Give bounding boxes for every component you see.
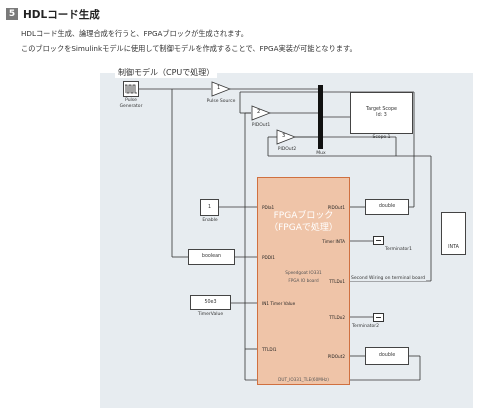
target-scope-label: Target Scope Id: 3 xyxy=(366,107,397,118)
fpga-port-out5: PIDOut2 xyxy=(327,354,345,359)
terminator2-block[interactable] xyxy=(373,313,384,322)
terminator2-caption: Terminator2 xyxy=(352,324,379,329)
terminator1-caption: Terminator1 xyxy=(385,247,412,252)
boolean-convert-block[interactable]: boolean xyxy=(188,249,235,265)
fpga-port-in2: PDDI1 xyxy=(262,255,275,260)
section-number: 5 xyxy=(6,8,18,20)
timer-value-caption: TimerValue xyxy=(197,312,224,317)
mux-block[interactable] xyxy=(318,85,323,149)
inta-block[interactable]: INTA xyxy=(441,212,466,255)
fpga-info-board: Speedgoat IO331 xyxy=(285,270,322,275)
enable-constant-block[interactable]: 1 xyxy=(200,199,219,216)
enable-value: 1 xyxy=(207,204,212,210)
pulse-generator-block[interactable] xyxy=(123,81,139,97)
fpga-port-out3: TTLDo1 xyxy=(329,279,345,284)
model-title: 制御モデル（CPUで処理） xyxy=(115,67,218,78)
pid-out2-value: 3 xyxy=(282,133,286,139)
double-bottom-label: double xyxy=(378,353,396,359)
fpga-bottom-label: DUT_IO331_TLE(60MHz) xyxy=(278,377,329,382)
pulse-generator-caption: Pulse Generator xyxy=(119,98,143,109)
fpga-port-in3: IN1 Timer Value xyxy=(262,301,296,306)
pid-out1-block[interactable]: 2 xyxy=(251,105,272,121)
description-line-1: HDLコード生成、論理合成を行うと、FPGAブロックが生成されます。 xyxy=(21,29,248,38)
pulse-wave-icon xyxy=(125,84,137,94)
fpga-info-type: FPGA IO board xyxy=(288,278,319,283)
pid-out1-caption: PIDOut1 xyxy=(251,123,271,128)
mux-caption: Mux xyxy=(316,151,326,156)
boolean-label: boolean xyxy=(201,254,222,260)
pulse-source-caption: Pulse Source xyxy=(206,99,236,104)
inta-label: INTA xyxy=(448,245,459,251)
double-convert-block-top[interactable]: double xyxy=(365,199,409,215)
pulse-source-block[interactable]: 1 xyxy=(211,81,232,97)
enable-caption: Enable xyxy=(202,218,218,223)
double-top-label: double xyxy=(378,204,396,210)
pid-out1-value: 2 xyxy=(257,109,261,115)
section-heading: 5 HDLコード生成 xyxy=(6,7,100,21)
terminator1-block[interactable] xyxy=(373,236,384,245)
target-scope-caption: Scope 1 xyxy=(372,135,391,140)
pid-out2-caption: PIDOut2 xyxy=(277,147,297,152)
timer-value-value: 50e3 xyxy=(204,299,217,305)
description-line-2: このブロックをSimulinkモデルに使用して制御モデルを作成することで、FPG… xyxy=(21,44,357,53)
fpga-port-in4: TTLDI1 xyxy=(262,347,277,352)
fpga-port-out2: Timer INTA xyxy=(322,239,345,244)
fpga-port-out1: PIDOut1 xyxy=(327,205,345,210)
fpga-subtitle: （FPGAで処理） xyxy=(269,223,338,233)
double-convert-block-bottom[interactable]: double xyxy=(365,347,409,365)
section-title: HDLコード生成 xyxy=(23,8,100,21)
pulse-source-value: 1 xyxy=(217,85,221,91)
second-wiring-label: Second Wiring on terminal board xyxy=(350,276,427,281)
fpga-title: FPGAブロック xyxy=(273,211,334,221)
pid-out2-block[interactable]: 3 xyxy=(276,129,297,145)
timer-value-block[interactable]: 50e3 xyxy=(190,295,231,310)
fpga-subsystem-block[interactable]: FPGAブロック （FPGAで処理） PDIa1 PDDI1 IN1 Timer… xyxy=(257,177,350,385)
fpga-port-out4: TTLDo2 xyxy=(329,315,345,320)
fpga-port-in1: PDIa1 xyxy=(262,205,275,210)
target-scope-block[interactable]: Target Scope Id: 3 xyxy=(350,92,413,134)
